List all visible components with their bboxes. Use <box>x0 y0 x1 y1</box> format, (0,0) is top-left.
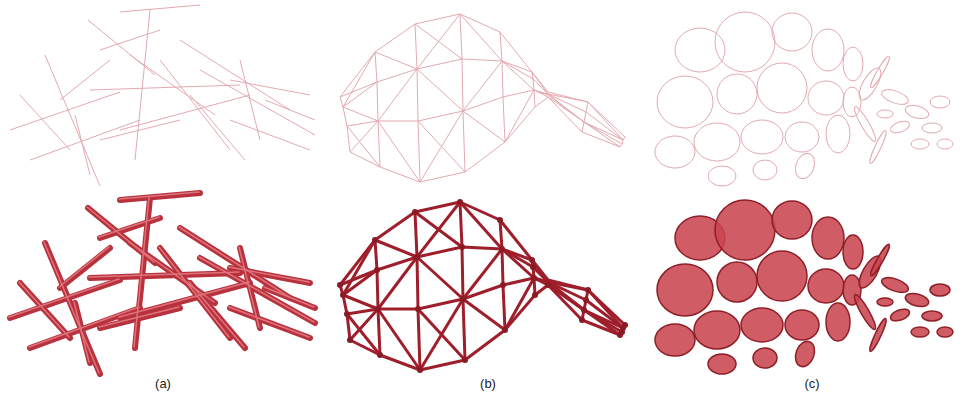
disc-outlines <box>655 12 953 186</box>
panel-label: (c) <box>804 376 819 392</box>
gridshell-members <box>340 202 625 370</box>
panel-label: (a) <box>155 376 171 392</box>
gridshell-lines <box>340 14 625 182</box>
panel-label-box: (b) <box>480 376 496 392</box>
gridshell-joints <box>337 199 628 373</box>
panel-label-box: (c) <box>804 376 819 392</box>
panel-label-box: (a) <box>155 376 171 392</box>
stick-highlight <box>9 192 314 373</box>
panel-label: (b) <box>480 376 496 392</box>
stick-lines <box>10 5 315 186</box>
disc-solids <box>655 200 953 374</box>
stick-rods <box>10 193 315 374</box>
